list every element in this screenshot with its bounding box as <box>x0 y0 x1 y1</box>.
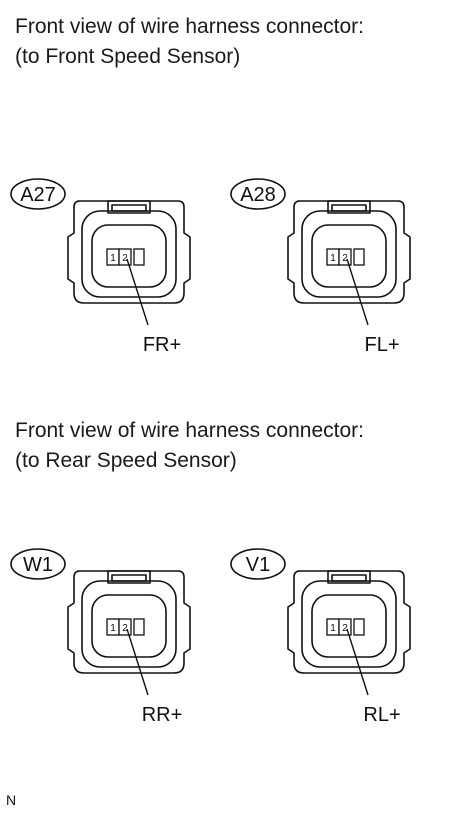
footer-mark: N <box>6 792 17 808</box>
pin-leader-line <box>126 628 149 696</box>
front-heading-line1: Front view of wire harness connector: <box>15 15 364 38</box>
rear-heading-line2: (to Rear Speed Sensor) <box>15 449 237 472</box>
blank-pin-cell <box>133 248 145 266</box>
rear-heading-line1: Front view of wire harness connector: <box>15 419 364 442</box>
blank-pin-cell <box>353 248 365 266</box>
connector-code-label: A28 <box>240 184 276 206</box>
signal-label-rr-plus: RR+ <box>142 704 183 726</box>
pin-number-2: 2 <box>122 623 128 634</box>
rear-section-heading: Front view of wire harness connector: (t… <box>15 416 364 476</box>
connector-cavity <box>311 224 387 288</box>
connector-cavity <box>91 594 167 658</box>
pin-leader-line <box>346 628 369 696</box>
connector-body <box>301 210 397 298</box>
latch-tab <box>327 570 371 584</box>
latch-tab-inner <box>111 574 147 582</box>
connector-cavity <box>311 594 387 658</box>
connector-code-label: W1 <box>23 554 53 576</box>
pin-leader-line <box>126 258 149 326</box>
connector-housing-outline <box>287 200 411 304</box>
front-heading-line2: (to Front Speed Sensor) <box>15 45 241 68</box>
connector-body <box>301 580 397 668</box>
connector-code-badge <box>10 548 66 580</box>
connector-housing-outline <box>67 200 191 304</box>
pin-number-1: 1 <box>110 253 116 264</box>
connector-body <box>81 580 177 668</box>
signal-label-fr-plus: FR+ <box>143 334 181 356</box>
latch-tab-inner <box>331 204 367 212</box>
pin-number-1: 1 <box>330 623 336 634</box>
latch-tab <box>107 200 151 214</box>
connector-cavity <box>91 224 167 288</box>
pin-leader-line <box>346 258 369 326</box>
connector-code-badge <box>230 178 286 210</box>
connector-body <box>81 210 177 298</box>
pin-number-1: 1 <box>330 253 336 264</box>
latch-tab-inner <box>111 204 147 212</box>
pin-number-2: 2 <box>342 253 348 264</box>
signal-label-rl-plus: RL+ <box>363 704 400 726</box>
front-section-heading: Front view of wire harness connector: (t… <box>15 12 364 72</box>
pin-number-2: 2 <box>122 253 128 264</box>
blank-pin-cell <box>133 618 145 636</box>
connector-code-label: V1 <box>246 554 270 576</box>
connector-housing-outline <box>67 570 191 674</box>
connector-code-badge <box>230 548 286 580</box>
latch-tab <box>327 200 371 214</box>
blank-pin-cell <box>353 618 365 636</box>
pin-number-2: 2 <box>342 623 348 634</box>
connector-code-label: A27 <box>20 184 56 206</box>
latch-tab-inner <box>331 574 367 582</box>
signal-label-fl-plus: FL+ <box>364 334 399 356</box>
connector-code-badge <box>10 178 66 210</box>
connector-housing-outline <box>287 570 411 674</box>
pin-number-1: 1 <box>110 623 116 634</box>
latch-tab <box>107 570 151 584</box>
